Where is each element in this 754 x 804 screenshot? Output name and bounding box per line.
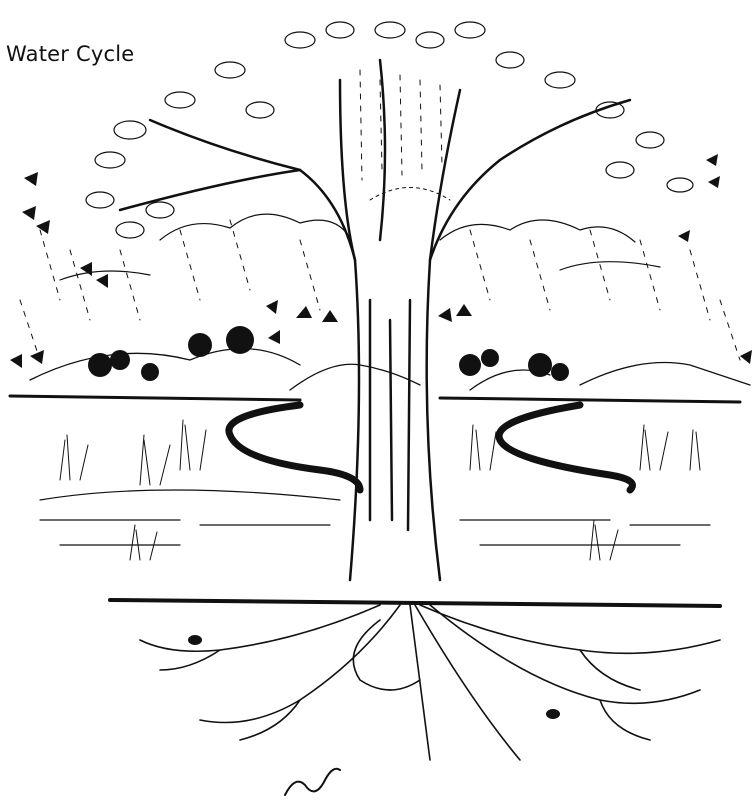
pond [40,490,710,545]
tree [86,22,693,580]
shrubs [88,326,569,381]
bugs [188,635,560,719]
rain-streaks [20,70,740,360]
clouds [60,214,660,280]
worm [285,769,340,795]
horizon-line [10,396,740,402]
roots [140,605,720,760]
tree-trunk [120,60,630,580]
evaporation-arrows [10,154,752,368]
